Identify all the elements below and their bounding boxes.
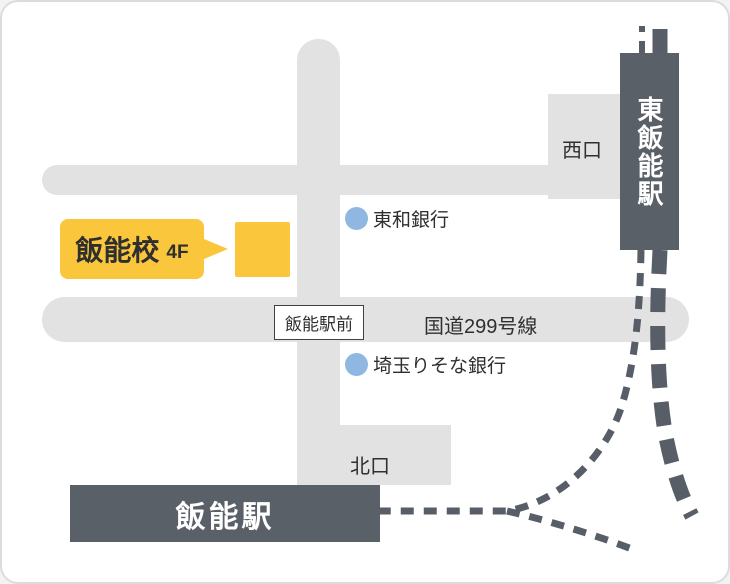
callout-pointer-icon — [204, 239, 228, 259]
station-higashi-hanno: 東飯能駅 — [620, 53, 679, 250]
bank-marker-icon — [345, 207, 368, 230]
north-exit-label: 北口 — [350, 456, 390, 478]
road-vertical-station-street — [297, 39, 340, 485]
school-building-marker — [235, 222, 290, 277]
poi-saitama-resona-bank: 埼玉りそな銀行 — [345, 351, 506, 378]
poi-label: 東和銀行 — [373, 210, 450, 231]
bank-marker-icon — [345, 353, 368, 376]
west-exit-plaza — [548, 94, 620, 199]
station-hanno: 飯能駅 — [70, 485, 380, 542]
school-floor: 4F — [166, 241, 189, 263]
poi-label: 埼玉りそな銀行 — [373, 356, 507, 377]
railway-branch-southeast-icon — [506, 507, 634, 553]
road-route-299 — [42, 297, 689, 342]
route-299-label: 国道299号線 — [424, 316, 538, 338]
school-callout: 飯能校 4F — [60, 219, 204, 279]
railway-thick-south-icon — [650, 249, 699, 520]
poi-towa-bank: 東和銀行 — [345, 205, 449, 232]
intersection-label-hanno-ekimae: 飯能駅前 — [274, 305, 364, 340]
west-exit-label: 西口 — [562, 140, 602, 162]
school-name: 飯能校 — [75, 235, 160, 266]
